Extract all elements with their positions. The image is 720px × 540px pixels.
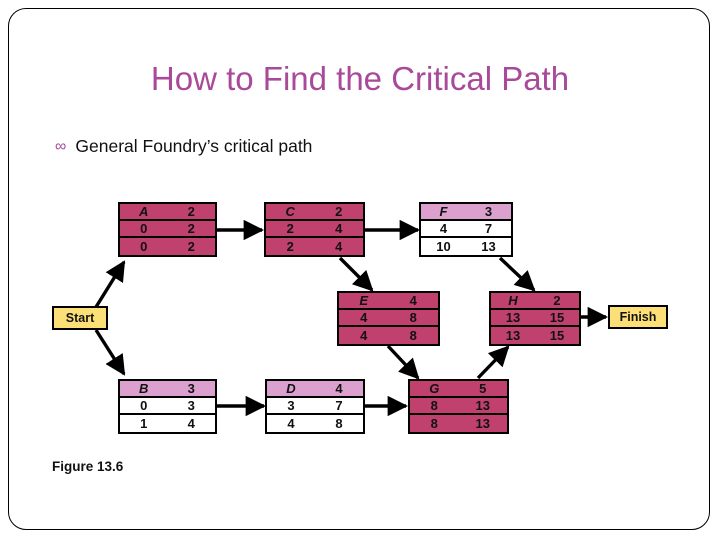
node-e-early-start: 4 [360,309,368,325]
node-b-early-row: 0 3 [120,397,215,415]
node-e-duration: 4 [409,292,417,308]
node-f-early-start: 4 [439,220,448,236]
node-g-early-finish: 13 [475,397,490,413]
node-a-late-finish: 2 [187,238,195,254]
start-node-label: Start [65,311,95,325]
node-b-late-row: 1 4 [120,414,215,432]
node-h-late-start: 13 [505,327,521,343]
node-b-duration: 3 [187,380,195,396]
activity-node-c[interactable]: C 2 2 4 2 4 [264,202,365,257]
activity-node-g[interactable]: G 5 8 13 8 13 [408,379,509,434]
node-c-duration: 2 [335,203,343,219]
finish-node[interactable]: Finish [608,305,668,329]
node-g-duration: 5 [479,380,487,396]
figure-caption: Figure 13.6 [52,459,124,474]
node-h-header-row: H 2 [491,293,579,310]
node-f-early-row: 4 7 [421,220,511,238]
node-g-header-row: G 5 [410,381,507,398]
arrow-start-to-b [94,329,126,376]
node-c-late-finish: 4 [335,238,343,254]
node-h-early-finish: 15 [549,309,565,325]
node-a-name: A [139,203,149,219]
node-a-late-row: 0 2 [120,237,215,255]
node-h-late-row: 13 15 [491,326,579,344]
node-a-early-start: 0 [140,220,148,236]
node-d-header-row: D 4 [267,381,363,398]
node-f-name: F [439,203,448,219]
node-f-header-row: F 3 [421,204,511,221]
node-h-early-row: 13 15 [491,309,579,327]
node-a-early-row: 0 2 [120,220,215,238]
arrow-c-to-e [338,256,374,292]
node-b-early-finish: 3 [187,397,195,413]
bullet-row: ∞ General Foundry’s critical path [55,136,312,157]
node-d-duration: 4 [335,380,343,396]
node-a-late-start: 0 [140,238,148,254]
node-c-name: C [285,203,295,219]
node-e-name: E [359,292,369,308]
node-e-late-row: 4 8 [339,326,438,344]
node-g-late-row: 8 13 [410,414,507,432]
node-c-early-row: 2 4 [266,220,363,238]
node-a-duration: 2 [187,203,195,219]
node-c-late-row: 2 4 [266,237,363,255]
node-g-name: G [429,380,440,396]
node-c-late-start: 2 [286,238,294,254]
arrow-g-to-h [476,345,510,380]
node-b-late-finish: 4 [187,415,195,431]
node-f-duration: 3 [484,203,493,219]
node-b-early-start: 0 [140,397,148,413]
activity-node-h[interactable]: H 2 13 15 13 15 [489,291,581,346]
arrow-f-to-h [498,256,536,292]
arrow-start-to-a [94,260,126,308]
node-d-late-start: 4 [287,415,295,431]
bullet-text: General Foundry’s critical path [75,136,313,156]
activity-node-e[interactable]: E 4 4 8 4 8 [337,291,440,346]
node-c-early-start: 2 [286,220,294,236]
node-d-early-finish: 7 [335,397,343,413]
node-b-header-row: B 3 [120,381,215,398]
node-c-header-row: C 2 [266,204,363,221]
node-d-early-row: 3 7 [267,397,363,415]
node-d-late-row: 4 8 [267,414,363,432]
page-title: How to Find the Critical Path [150,60,570,97]
node-g-late-finish: 13 [475,415,490,431]
node-h-duration: 2 [553,292,561,308]
node-b-name: B [139,380,149,396]
node-f-late-start: 10 [436,238,451,254]
node-d-late-finish: 8 [335,415,343,431]
start-node[interactable]: Start [52,306,108,330]
activity-node-f[interactable]: F 3 4 7 10 13 [419,202,513,257]
node-a-header-row: A 2 [120,204,215,221]
bullet-marker-icon: ∞ [55,137,67,155]
node-g-late-start: 8 [430,415,438,431]
node-h-name: H [508,292,518,308]
activity-node-a[interactable]: A 2 0 2 0 2 [118,202,217,257]
node-f-late-row: 10 13 [421,237,511,255]
node-d-name: D [286,380,296,396]
node-f-late-finish: 13 [481,238,496,254]
node-h-late-finish: 15 [549,327,565,343]
node-b-late-start: 1 [140,415,148,431]
node-a-early-finish: 2 [187,220,195,236]
node-e-early-row: 4 8 [339,309,438,327]
node-h-early-start: 13 [505,309,521,325]
arrow-e-to-g [386,344,420,380]
node-f-early-finish: 7 [484,220,493,236]
node-e-late-start: 4 [360,327,368,343]
node-d-early-start: 3 [287,397,295,413]
node-g-early-row: 8 13 [410,397,507,415]
node-c-early-finish: 4 [335,220,343,236]
node-e-header-row: E 4 [339,293,438,310]
node-e-late-finish: 8 [409,327,417,343]
finish-node-label: Finish [619,310,657,324]
node-e-early-finish: 8 [409,309,417,325]
activity-node-d[interactable]: D 4 3 7 4 8 [265,379,365,434]
node-g-early-start: 8 [430,397,438,413]
activity-node-b[interactable]: B 3 0 3 1 4 [118,379,217,434]
